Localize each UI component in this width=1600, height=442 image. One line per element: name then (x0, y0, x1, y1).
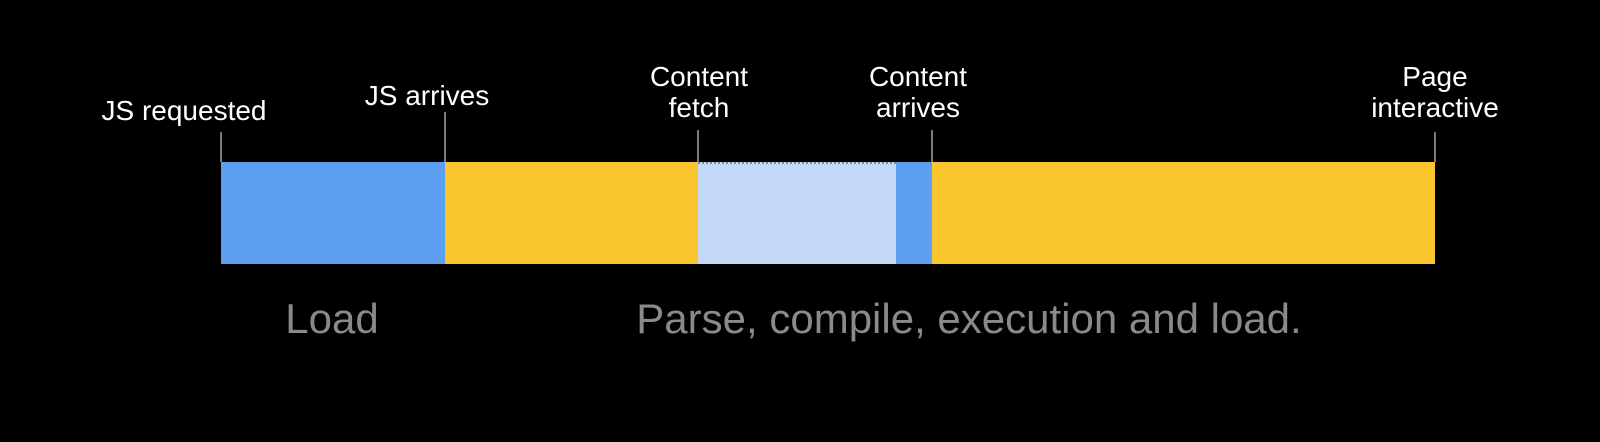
timeline-bar (221, 162, 1435, 264)
segment-parse-compile (445, 162, 698, 264)
phase-caption-load: Load (285, 295, 379, 342)
milestone-label-js-arrives: JS arrives (364, 80, 490, 111)
phase-caption-parse-compile-execute: Parse, compile, execution and load. (636, 295, 1302, 342)
milestone-label-content-fetch: Content fetch (649, 61, 749, 123)
segment-js-load (221, 162, 445, 264)
tick-content-fetch (697, 130, 699, 162)
tick-content-arrives (931, 130, 933, 162)
milestone-label-js-requested: JS requested (101, 95, 267, 126)
milestone-label-page-interactive: Page interactive (1371, 61, 1499, 123)
tick-page-interactive (1434, 132, 1436, 162)
segment-content-fetch (698, 162, 896, 264)
segment-content-load (896, 162, 932, 264)
segment-execution (932, 162, 1435, 264)
tick-js-arrives (444, 112, 446, 162)
milestone-label-content-arrives: Content arrives (868, 61, 968, 123)
tick-js-requested (220, 132, 222, 162)
